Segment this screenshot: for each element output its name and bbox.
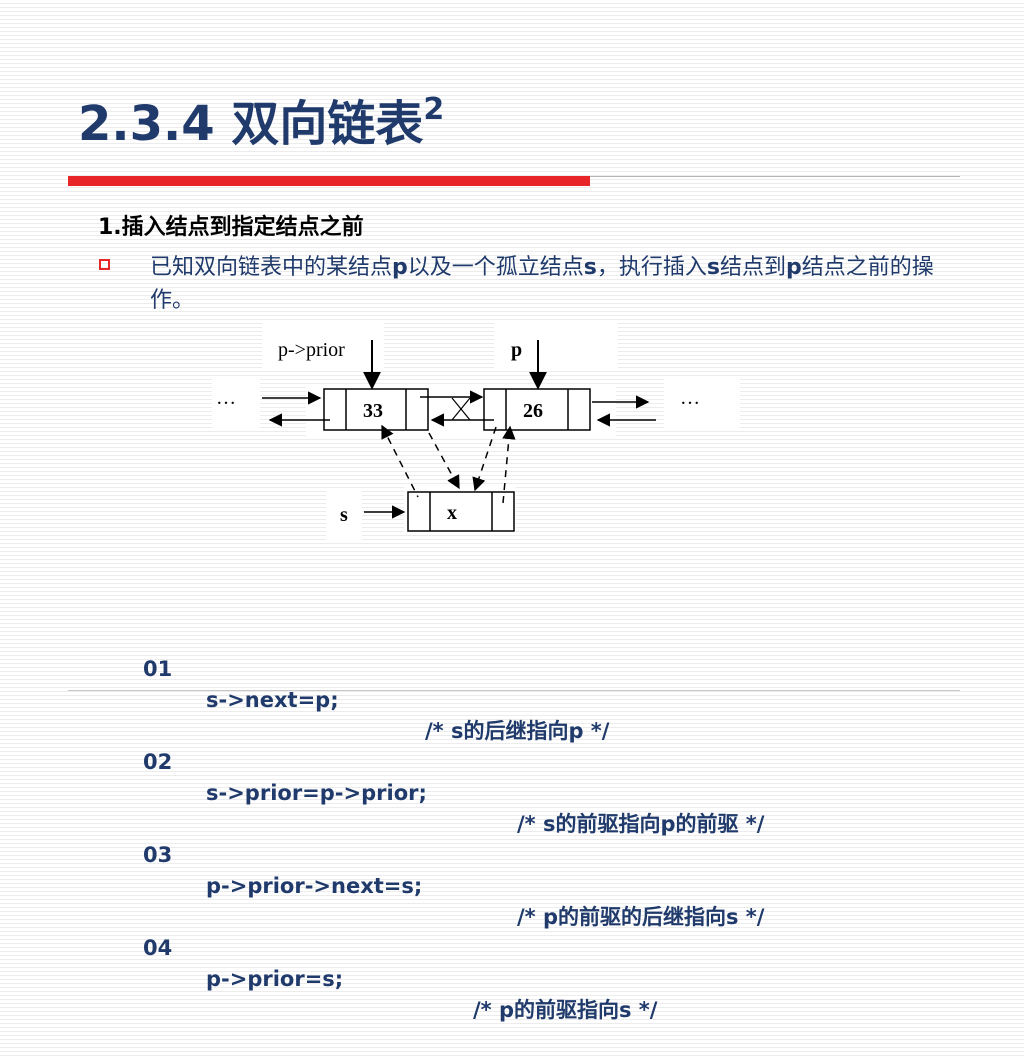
ellipsis-box-right [664, 376, 740, 428]
dashed-arrow-s-prior [381, 424, 419, 498]
label-pprior: p->prior [278, 339, 345, 361]
label-box-pprior [262, 320, 384, 370]
node-33: 33 [323, 388, 429, 431]
dashed-arrow-p-prior [472, 426, 497, 492]
label-box-s [326, 488, 362, 540]
bullet-var-p: p [786, 255, 802, 280]
node-x: x [407, 491, 515, 532]
code-line-number: 03 [143, 843, 173, 867]
bullet-var-s: s [583, 255, 597, 280]
bullet-text-part: 结点到 [720, 255, 787, 280]
code-line-04: 04 p->prior=s; /* p的前驱指向s */ [143, 902, 657, 1022]
node-26-value: 26 [523, 400, 543, 422]
node-x-value: x [447, 502, 457, 524]
square-bullet-icon [99, 259, 110, 270]
code-line-number: 01 [143, 657, 173, 681]
code-line-01: 01 s->next=p; /* s的后继指向p */ [143, 623, 609, 743]
section-heading: 1.插入结点到指定结点之前 [98, 215, 364, 240]
bullet-paragraph: 已知双向链表中的某结点p以及一个孤立结点s，执行插入s结点到p结点之前的操作。 [150, 251, 960, 317]
bullet-var-s: s [706, 255, 721, 280]
bullet-text-part: ，执行插入 [596, 255, 707, 280]
code-line-number: 02 [143, 750, 173, 774]
bullet-text-part: 已知双向链表中的某结点 [150, 255, 393, 280]
code-statement: p->prior=s; [206, 967, 344, 991]
code-statement: p->prior->next=s; [206, 874, 423, 898]
label-s: s [340, 504, 348, 526]
node-33-value: 33 [363, 400, 383, 422]
code-line-number: 04 [143, 936, 173, 960]
code-block: 01 s->next=p; /* s的后继指向p */ 02 s->prior=… [143, 561, 764, 1022]
code-comment: /* p的前驱指向s */ [473, 998, 658, 1022]
ellipsis-right: … [680, 387, 700, 409]
dashed-arrow-pprior-next [428, 432, 460, 490]
bullet-text-part: 结点之前的操作。 [150, 255, 934, 313]
code-comment: /* p的前驱的后继指向s */ [517, 905, 765, 929]
node-26: 26 [483, 388, 591, 431]
bullet-text-part: 以及一个孤立结点 [407, 255, 584, 280]
code-comment: /* s的后继指向p */ [425, 719, 610, 743]
code-line-02: 02 s->prior=p->prior; /* s的前驱指向p的前驱 */ [143, 716, 764, 836]
linked-list-diagram: p->prior p … … s 33 26 x [212, 320, 740, 540]
slide-title: 2.3.4 双向链表2 [78, 92, 444, 154]
ellipsis-left: … [216, 387, 236, 409]
code-comment: /* s的前驱指向p的前驱 */ [517, 812, 765, 836]
slide-title-text: 2.3.4 双向链表 [78, 96, 424, 152]
label-box-p [494, 320, 618, 370]
code-line-03: 03 p->prior->next=s; /* p的前驱的后继指向s */ [143, 809, 764, 929]
ellipsis-box-left [212, 376, 260, 428]
label-p: p [511, 339, 522, 361]
footer-divider-line [68, 690, 960, 691]
title-accent-bar [68, 176, 590, 186]
bullet-var-p: p [392, 255, 408, 280]
code-statement: s->next=p; [206, 688, 339, 712]
code-statement: s->prior=p->prior; [206, 781, 427, 805]
slide-title-superscript: 2 [423, 92, 445, 127]
cross-mark-line [451, 397, 471, 421]
title-divider-line [590, 176, 960, 177]
